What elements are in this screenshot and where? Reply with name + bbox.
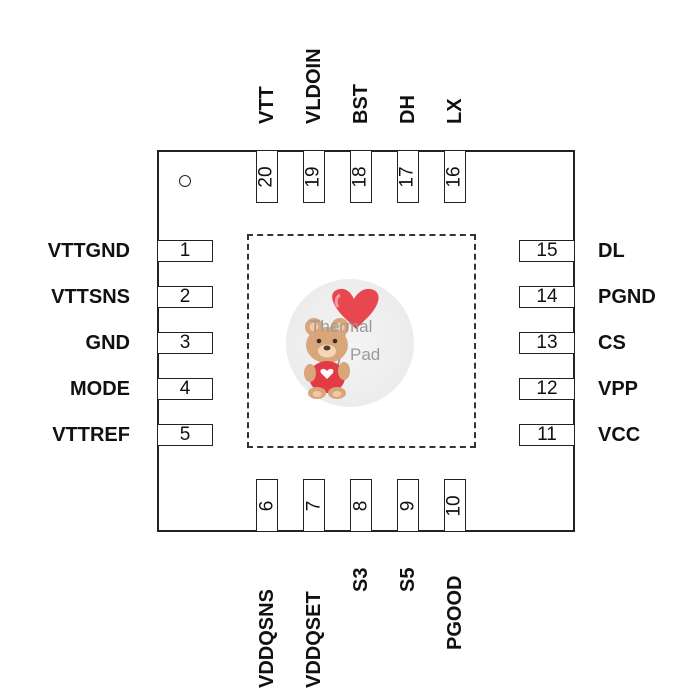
pin-10-pad: 10 (444, 479, 466, 532)
pin-14-name: PGND (598, 286, 656, 308)
pin-20-pad: 20 (256, 150, 278, 203)
pin-2-pad: 2 (157, 286, 213, 308)
pin-5-name: VTTREF (52, 424, 130, 446)
pin-20-number: 20 (256, 165, 278, 188)
pin-5-number: 5 (179, 424, 191, 445)
pin-3-number: 3 (179, 332, 191, 353)
pin-14-number: 14 (536, 286, 558, 307)
pin-17-number: 17 (397, 165, 419, 188)
pin-18-number: 18 (350, 165, 372, 188)
pin-4-number: 4 (179, 378, 191, 399)
pin-1-name: VTTGND (47, 240, 130, 262)
pin-15-name: DL (598, 240, 625, 262)
pin-13-number: 13 (536, 332, 558, 353)
pin-15-pad: 15 (519, 240, 575, 262)
pin-3-name: GND (85, 332, 130, 354)
pin-8-number: 8 (349, 500, 371, 511)
pin-10-number: 10 (444, 494, 466, 517)
pin-7-number: 7 (302, 500, 324, 511)
thermal-pad-label-line2: Pad (350, 345, 381, 364)
pin-12-name: VPP (598, 378, 639, 400)
pin-10-name: PGOOD (444, 575, 466, 650)
pin-9-pad: 9 (397, 479, 419, 532)
pin-9-number: 9 (396, 500, 418, 511)
pin-7-pad: 7 (303, 479, 325, 532)
pin-2-number: 2 (179, 286, 191, 307)
pin-4-pad: 4 (157, 378, 213, 400)
pin-18-pad: 18 (350, 150, 372, 203)
pin-11-number: 11 (537, 424, 557, 445)
pin-18-name: BST (350, 84, 372, 124)
pin-12-number: 12 (536, 378, 558, 399)
pin-19-name: VLDOIN (303, 48, 325, 124)
pin-3-pad: 3 (157, 332, 213, 354)
pin-19-number: 19 (303, 165, 325, 188)
pin-2-name: VTTSNS (51, 286, 130, 308)
pin-11-pad: 11 (519, 424, 575, 446)
pin-9-name: S5 (397, 567, 419, 592)
pin-6-pad: 6 (256, 479, 278, 532)
pin-13-pad: 13 (519, 332, 575, 354)
pin-16-number: 16 (444, 165, 466, 188)
thermal-pad-label-line1: Thermal (310, 317, 373, 336)
pin-11-name: VCC (598, 424, 641, 446)
pin-5-pad: 5 (157, 424, 213, 446)
pin-8-pad: 8 (350, 479, 372, 532)
pin-12-pad: 12 (519, 378, 575, 400)
pin-6-number: 6 (255, 500, 277, 511)
pin-15-number: 15 (536, 240, 558, 261)
pin-8-name: S3 (350, 567, 372, 592)
pin-17-pad: 17 (397, 150, 419, 203)
pin1-circle-icon (179, 175, 191, 187)
pin-20-name: VTT (256, 86, 278, 124)
pin-17-name: DH (397, 95, 419, 124)
pin-1-number: 1 (179, 240, 191, 261)
pin-13-name: CS (598, 332, 626, 354)
pin-16-name: LX (444, 98, 466, 124)
pin-14-pad: 14 (519, 286, 575, 308)
pin-1-pad: 1 (157, 240, 213, 262)
teddy-bear-heart-balloon-icon (304, 288, 379, 399)
pin-19-pad: 19 (303, 150, 325, 203)
pin-4-name: MODE (70, 378, 130, 400)
thermal-pad (247, 234, 476, 448)
pin-16-pad: 16 (444, 150, 466, 203)
pin-7-name: VDDQSET (303, 591, 325, 688)
pin-6-name: VDDQSNS (256, 589, 278, 688)
